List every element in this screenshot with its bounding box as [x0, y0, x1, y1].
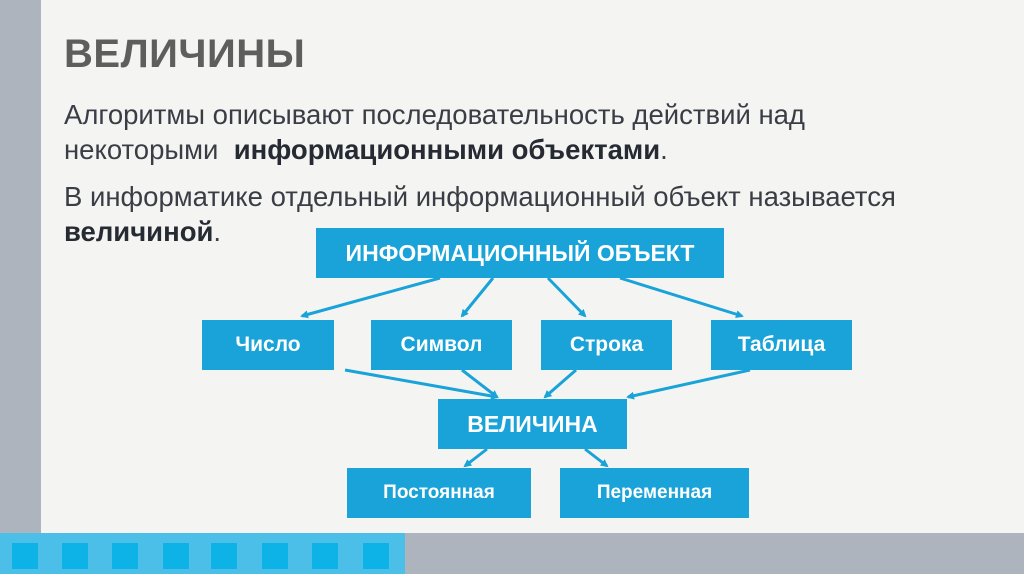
slide-title: ВЕЛИЧИНЫ [64, 32, 306, 76]
type-box-symbol: Символ [371, 320, 512, 370]
paragraph-2: В информатике отдельный информационный о… [64, 179, 896, 249]
arrow [584, 447, 609, 468]
decor-square [62, 543, 88, 569]
arrow [619, 276, 744, 319]
bold-text: информационными объектами [233, 134, 661, 165]
decor-square [163, 543, 189, 569]
kind-box-variable: Переменная [560, 468, 749, 518]
kind-box-constant: Постоянная [347, 468, 531, 518]
paragraph-1-line-1: Алгоритмы описывают последовательность д… [64, 99, 805, 130]
type-box-table: Таблица [711, 320, 852, 370]
decor-square [312, 543, 338, 569]
paragraph-2-line-1: В информатике отдельный информационный о… [64, 181, 896, 212]
left-decor-bar [0, 0, 41, 533]
text: . [213, 216, 222, 247]
decor-square [12, 543, 38, 569]
paragraph-1-line-2: некоторыми информационными объектами. [64, 132, 805, 167]
arrow [461, 368, 499, 399]
type-box-number: Число [202, 320, 334, 370]
arrow [463, 447, 488, 468]
paragraph-1: Алгоритмы описывают последовательность д… [64, 97, 805, 167]
arrow [460, 277, 495, 318]
decor-square [363, 543, 389, 569]
bold-text: величиной [64, 216, 214, 247]
arrow [546, 276, 587, 318]
text: некоторыми [64, 134, 234, 165]
type-box-string: Строка [541, 320, 672, 370]
center-box: ВЕЛИЧИНА [438, 399, 627, 449]
arrow [300, 276, 441, 319]
decor-square [211, 543, 237, 569]
arrow [344, 368, 499, 400]
text: . [660, 134, 668, 165]
root-box: ИНФОРМАЦИОННЫЙ ОБЪЕКТ [316, 228, 724, 278]
arrow [543, 368, 577, 399]
bottom-decor-gray [405, 533, 1024, 574]
decor-square [262, 543, 288, 569]
arrow [626, 368, 751, 400]
decor-square [112, 543, 138, 569]
paragraph-2-line-2: величиной. [64, 214, 896, 249]
